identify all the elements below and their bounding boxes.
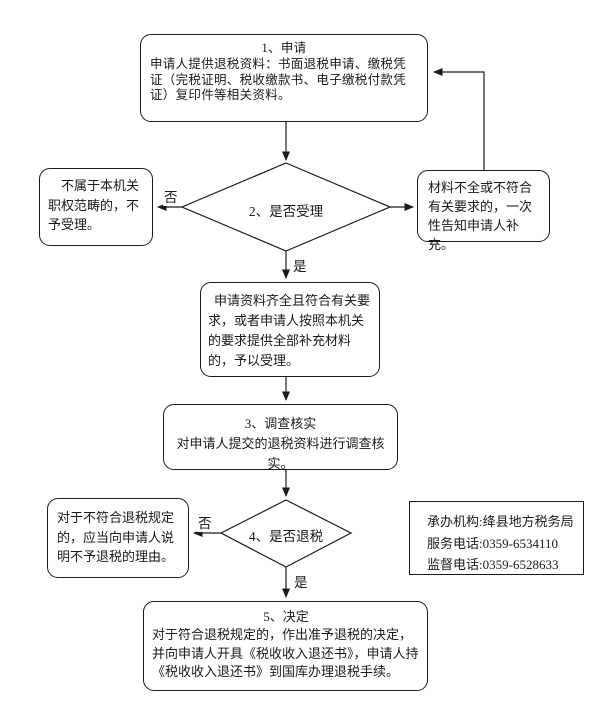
edge-label-yes-decision4: 是 (293, 571, 309, 591)
node-5-title: 5、决定 (263, 609, 309, 624)
node-5-body: 对于符合退税规定的，作出准予退税的决定，并向申请人开具《税收收入退还书》，申请人… (152, 627, 419, 679)
node-supplement-notice: 材料不全或不符合有关要求的，一次性告知申请人补充。 (417, 170, 550, 252)
contact-line-agency: 承办机构:绛县地方税务局 (427, 514, 574, 529)
node-supplement-body: 材料不全或不符合有关要求的，一次性告知申请人补充。 (428, 180, 533, 252)
edge-label-no-decision2: 否 (163, 186, 179, 206)
node-accepted-body: 申请资料齐全且符合有关要求，或者申请人按照本机关的要求提供全部补充材料的，予以受… (208, 293, 371, 368)
node-3-investigation: 3、调查核实 对申请人提交的退税资料进行调查核实。 (163, 404, 398, 471)
node-3-body: 对申请人提交的退税资料进行调查核实。 (176, 436, 385, 471)
decision-2-label: 2、是否受理 (248, 204, 324, 219)
edge-label-yes-decision2: 是 (292, 255, 308, 275)
node-refusal-body: 对于不符合退税规定的，应当向申请人说明不予退税的理由。 (57, 510, 175, 564)
node-1-title: 1、申请 (261, 41, 307, 55)
contact-line-supervision-phone: 监督电话:0359-6528633 (427, 557, 559, 572)
edge-label-no-decision4: 否 (197, 512, 213, 532)
node-not-accepted: 不属于本机关职权范畴的，不予受理。 (39, 168, 153, 246)
node-not-accepted-body: 不属于本机关职权范畴的，不予受理。 (48, 178, 140, 232)
info-contact-box: 承办机构:绛县地方税务局 服务电话:0359-6534110 监督电话:0359… (409, 501, 584, 575)
contact-line-service-phone: 服务电话:0359-6534110 (427, 535, 558, 551)
node-3-title: 3、调查核实 (244, 416, 317, 431)
decision-4-label: 4、是否退税 (248, 529, 324, 544)
node-accepted: 申请资料齐全且符合有关要求，或者申请人按照本机关的要求提供全部补充材料的，予以受… (200, 282, 380, 377)
node-5-decision: 5、决定 对于符合退税规定的，作出准予退税的决定，并向申请人开具《税收收入退还书… (143, 601, 428, 691)
node-refusal-explanation: 对于不符合退税规定的，应当向申请人说明不予退税的理由。 (47, 498, 189, 578)
node-1-application: 1、申请 申请人提供退税资料：书面退税申请、缴税凭证（完税证明、税收缴款书、电子… (140, 34, 428, 122)
node-1-body: 申请人提供退税资料：书面退税申请、缴税凭证（完税证明、税收缴款书、电子缴税付款凭… (150, 57, 407, 102)
arrow-supplement-to-step1 (433, 68, 485, 170)
